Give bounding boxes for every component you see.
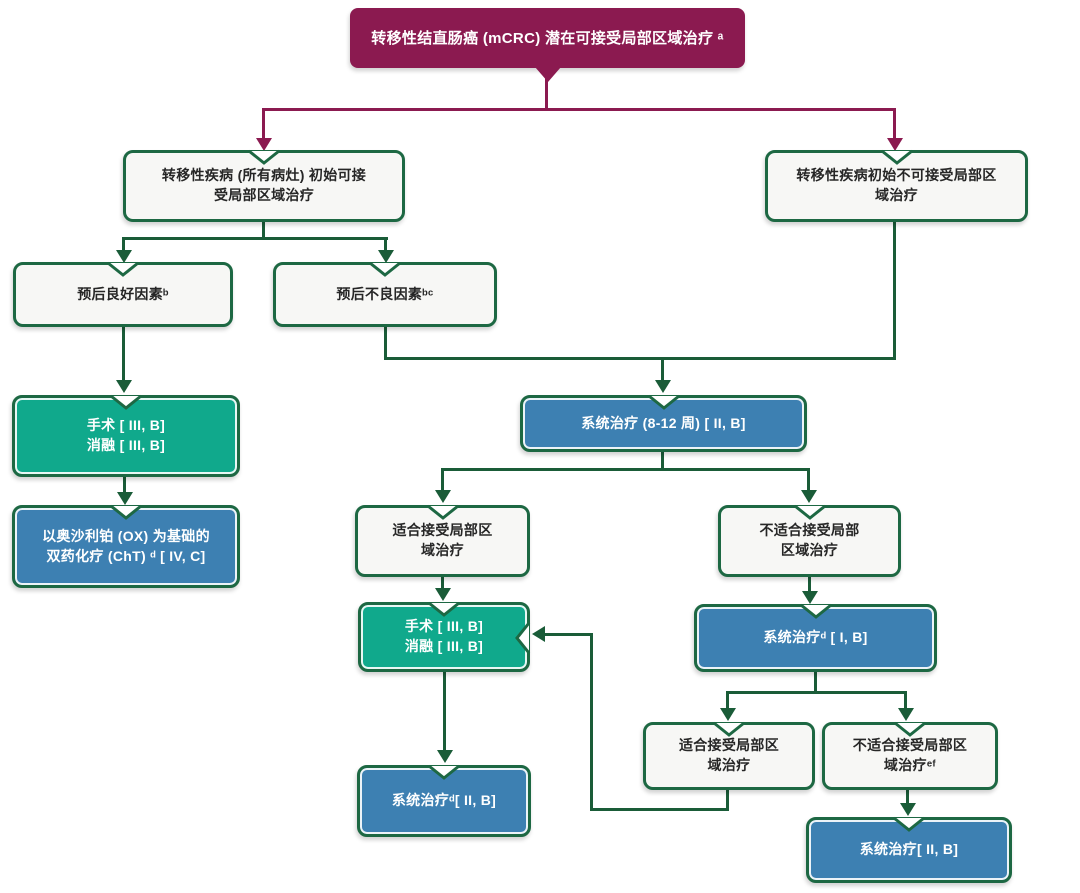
connector-line [726,691,907,694]
connector-line [726,790,729,811]
arrowhead-down-icon [116,250,132,263]
arrowhead-down-icon [801,490,817,503]
notch-icon [107,261,139,277]
arrowhead-down-icon [116,380,132,393]
notch-icon [894,721,926,737]
arrowhead-down-icon [898,708,914,721]
node-fit-local-1: 适合接受局部区 域治疗 [355,504,530,577]
notch-icon [793,504,826,520]
notch-icon [110,504,142,520]
connector-line [590,808,729,811]
node-label: 适合接受局部区 域治疗 [678,737,780,773]
root-tail-icon [534,67,561,82]
notch-icon [893,816,925,832]
node-label: 以奥沙利铂 (OX) 为基础的 双药化疗 (ChT) ᵈ [ IV, C] [42,527,210,564]
node-label: 系统治疗 (8-12 周) [ II, B] [581,414,746,431]
notch-icon [713,721,745,737]
node-label: 手术 [ III, B] 消融 [ III, B] [86,417,166,453]
connector-line [384,327,387,360]
notch-icon [799,603,832,619]
connector-line [904,691,907,709]
connector-line [590,633,593,811]
node-label: 系统治疗ᵈ[ II, B] [391,792,497,809]
node-unfavorable-prognosis: 预后不良因素ᵇᶜ [273,261,497,327]
node-label: 手术 [ III, B] 消融 [ III, B] [404,618,484,654]
connector-line [441,468,444,491]
connector-line [814,672,817,693]
arrowhead-down-icon [117,492,133,505]
notch-icon [647,394,680,410]
arrowhead-down-icon [887,138,903,151]
connector-line [441,577,444,589]
notch-icon [428,601,460,617]
connector-line [122,327,125,381]
connector-line [384,237,387,251]
notch-icon [248,149,280,165]
node-systemic-8-12-weeks: 系统治疗 (8-12 周) [ II, B] [520,394,807,452]
connector-line [262,108,896,111]
connector-line [807,468,810,491]
node-fit-local-2: 适合接受局部区 域治疗 [643,721,815,790]
connector-line [906,790,909,804]
connector-line [122,237,125,251]
connector-line [262,222,265,239]
arrowhead-down-icon [900,803,916,816]
node-systemic-d-1: 系统治疗ᵈ [ I, B] [694,603,937,672]
node-unfit-local-1: 不适合接受局部 区域治疗 [718,504,901,577]
connector-line [661,452,664,470]
arrowhead-down-icon [437,750,453,763]
node-ox-doublet-cht: 以奥沙利铂 (OX) 为基础的 双药化疗 (ChT) ᵈ [ IV, C] [12,504,240,588]
arrowhead-down-icon [435,490,451,503]
connector-line [441,468,810,471]
connector-line [384,357,896,360]
connector-line [122,237,388,240]
connector-line [661,357,664,381]
node-label: 不适合接受局部 区域治疗 [759,522,860,558]
node-label: 适合接受局部区 域治疗 [392,522,493,558]
arrowhead-left-icon [532,626,545,642]
connector-line [808,577,811,592]
node-favorable-prognosis: 预后良好因素ᵇ [13,261,233,327]
node-label: 系统治疗[ II, B] [859,841,959,858]
node-unfit-local-ef: 不适合接受局部区 域治疗ᵉᶠ [822,721,998,790]
notch-icon [515,622,531,654]
notch-icon [369,261,401,277]
arrowhead-down-icon [655,380,671,393]
node-systemic-2: 系统治疗[ II, B] [806,816,1012,883]
connector-line [123,477,126,493]
notch-icon [428,764,460,780]
node-label: 预后不良因素ᵇᶜ [336,285,434,302]
connector-line [262,108,265,139]
node-label: 预后良好因素ᵇ [77,285,169,302]
node-label: 转移性疾病初始不可接受局部区 域治疗 [796,167,997,203]
connector-line [726,691,729,709]
connector-line [893,222,896,360]
node-initially-resectable: 转移性疾病 (所有病灶) 初始可接 受局部区域治疗 [123,149,405,222]
node-systemic-d-2: 系统治疗ᵈ[ II, B] [357,764,531,837]
arrowhead-down-icon [802,591,818,604]
arrowhead-down-icon [720,708,736,721]
node-surgery-ablation-left: 手术 [ III, B] 消融 [ III, B] [12,394,240,477]
notch-icon [426,504,459,520]
node-root: 转移性结直肠癌 (mCRC) 潜在可接受局部区域治疗 ᵃ [350,8,745,82]
node-initially-unresectable: 转移性疾病初始不可接受局部区 域治疗 [765,149,1028,222]
node-label: 转移性疾病 (所有病灶) 初始可接 受局部区域治疗 [161,167,367,203]
connector-line [443,672,446,751]
notch-icon [110,394,142,410]
node-label: 系统治疗ᵈ [ I, B] [763,629,868,646]
arrowhead-down-icon [435,588,451,601]
node-surgery-ablation-mid: 手术 [ III, B] 消融 [ III, B] [358,601,531,672]
node-root-label: 转移性结直肠癌 (mCRC) 潜在可接受局部区域治疗 ᵃ [371,29,724,47]
node-label: 不适合接受局部区 域治疗ᵉᶠ [852,737,968,773]
connector-line [545,633,593,636]
arrowhead-down-icon [378,250,394,263]
connector-line [545,72,548,110]
arrowhead-down-icon [256,138,272,151]
notch-icon [880,149,913,165]
connector-line [893,108,896,139]
